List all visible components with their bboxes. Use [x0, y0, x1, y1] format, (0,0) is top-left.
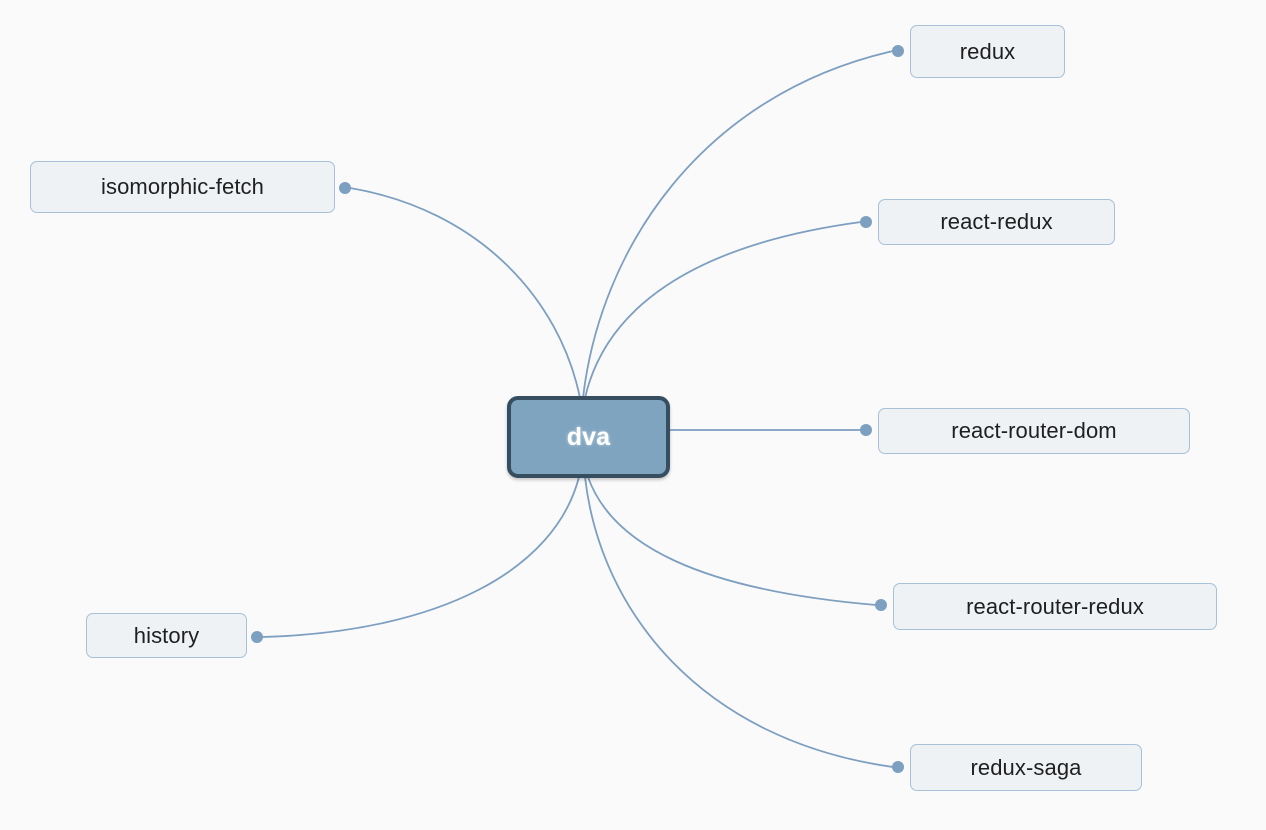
edge-endpoint-react-router-redux: [875, 599, 887, 611]
edge-endpoint-redux: [892, 45, 904, 57]
edge-endpoint-isomorphic-fetch: [339, 182, 351, 194]
edge-dva-to-history: [261, 476, 580, 638]
root-node-label: dva: [566, 422, 611, 451]
edge-endpoint-redux-saga: [892, 761, 904, 773]
node-history[interactable]: history: [86, 613, 247, 658]
node-isomorphic-fetch[interactable]: isomorphic-fetch: [30, 161, 335, 213]
edge-endpoint-history: [251, 631, 263, 643]
node-label: react-router-redux: [966, 593, 1144, 619]
edge-dva-to-isomorphic-fetch: [349, 187, 581, 399]
node-label: isomorphic-fetch: [101, 174, 264, 199]
edge-dva-to-redux-saga: [584, 476, 894, 768]
node-redux[interactable]: redux: [910, 25, 1065, 78]
node-label: redux: [959, 38, 1016, 64]
edge-dva-to-react-redux: [584, 221, 862, 399]
root-node-dva[interactable]: dva: [507, 396, 670, 478]
node-label: redux-saga: [970, 754, 1082, 780]
node-redux-saga[interactable]: redux-saga: [910, 744, 1142, 791]
node-label: history: [133, 622, 200, 648]
node-react-router-redux[interactable]: react-router-redux: [893, 583, 1217, 630]
node-label: react-redux: [940, 209, 1053, 234]
edge-endpoint-react-router-dom: [860, 424, 872, 436]
edge-endpoint-react-redux: [860, 216, 872, 228]
node-label: react-router-dom: [951, 418, 1117, 443]
edge-dva-to-react-router-redux: [587, 476, 877, 606]
node-react-router-dom[interactable]: react-router-dom: [878, 408, 1190, 454]
node-react-redux[interactable]: react-redux: [878, 199, 1115, 245]
edge-dva-to-redux: [582, 50, 894, 399]
